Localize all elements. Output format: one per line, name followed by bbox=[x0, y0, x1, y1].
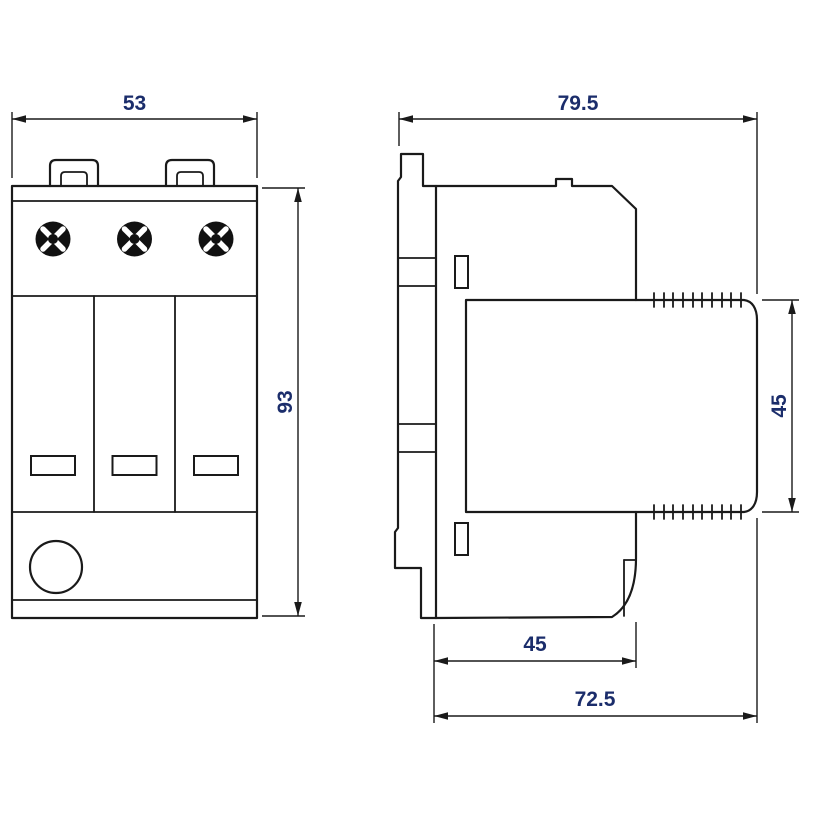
dim-side-overall-width: 79.5 bbox=[398, 92, 758, 294]
dim-overall-depth-label: 72.5 bbox=[575, 688, 616, 711]
dim-front-height-label: 93 bbox=[274, 390, 297, 413]
plug-in-module bbox=[464, 292, 759, 520]
side-slot-top bbox=[454, 255, 469, 289]
dim-module-height-label: 45 bbox=[768, 394, 791, 418]
dim-overall-depth: 72.5 bbox=[434, 518, 758, 723]
dim-module-height: 45 bbox=[762, 299, 799, 513]
grip-ribs-top bbox=[653, 292, 742, 308]
side-slot-bottom bbox=[454, 522, 469, 556]
grip-ribs-bottom bbox=[653, 504, 742, 520]
screw-terminal-1 bbox=[35, 221, 71, 257]
dim-front-width-label: 53 bbox=[123, 92, 146, 115]
side-body bbox=[434, 177, 638, 620]
dim-side-overall-width-label: 79.5 bbox=[558, 92, 599, 115]
dim-front-height: 93 bbox=[262, 187, 305, 617]
label-window-1 bbox=[30, 455, 76, 476]
front-view-body bbox=[10, 184, 259, 620]
side-view bbox=[393, 152, 759, 620]
label-window-3 bbox=[193, 455, 239, 476]
dim-front-width: 53 bbox=[11, 92, 258, 178]
dim-base-depth: 45 bbox=[433, 622, 637, 723]
round-window bbox=[28, 539, 84, 595]
screw-terminal-3 bbox=[198, 221, 234, 257]
front-view bbox=[10, 158, 259, 620]
label-window-2 bbox=[111, 455, 158, 476]
mounting-tab-left bbox=[48, 158, 100, 188]
mounting-tab-right bbox=[164, 158, 216, 188]
din-rail-bracket bbox=[393, 152, 438, 620]
dim-base-depth-label: 45 bbox=[523, 633, 547, 656]
screw-terminal-2 bbox=[117, 221, 152, 257]
